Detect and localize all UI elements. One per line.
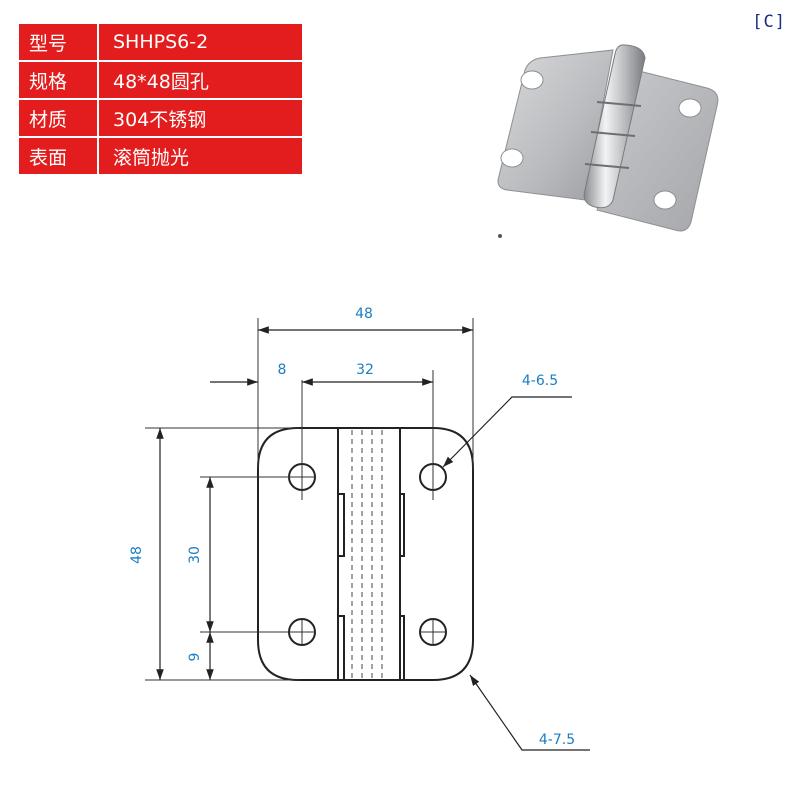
dim-overall-width: 48 [355, 306, 373, 322]
spec-value: 48*48圆孔 [97, 60, 304, 100]
spec-value: 304不锈钢 [97, 98, 304, 138]
spec-key: 规格 [17, 60, 99, 100]
leader-lines [442, 396, 590, 751]
spec-key: 表面 [17, 136, 99, 176]
spec-key: 型号 [17, 22, 99, 62]
center-lines [200, 370, 447, 646]
spec-row-size: 规格 48*48圆孔 [17, 60, 304, 100]
dimension-lines [156, 326, 473, 680]
spec-key: 材质 [17, 98, 99, 138]
mounting-holes [288, 463, 447, 646]
hinge-pin-lines [351, 430, 383, 678]
hole-callout: 4-6.5 [522, 373, 558, 389]
spec-table: 型号 SHHPS6-2 规格 48*48圆孔 材质 304不锈钢 表面 滚筒抛光 [17, 22, 304, 176]
spec-value: SHHPS6-2 [97, 22, 304, 62]
hinge-knuckle [583, 44, 646, 209]
spec-row-material: 材质 304不锈钢 [17, 98, 304, 138]
spec-row-finish: 表面 滚筒抛光 [17, 136, 304, 176]
dim-overall-height: 48 [129, 546, 145, 564]
dim-edge-offset: 8 [278, 362, 287, 378]
extension-lines [145, 318, 474, 681]
hinge-leaf-left [497, 49, 614, 201]
hinge-outline [257, 427, 474, 681]
dim-hole-spacing-y: 30 [187, 546, 203, 564]
spec-value: 滚筒抛光 [97, 136, 304, 176]
dim-bottom-offset: 9 [187, 653, 203, 662]
dim-hole-spacing-x: 32 [356, 362, 374, 378]
spec-row-model: 型号 SHHPS6-2 [17, 22, 304, 62]
corner-callout: 4-7.5 [539, 732, 575, 748]
stray-mark [498, 234, 502, 238]
hinge-photo [497, 44, 719, 232]
brand-logo: [C] [752, 12, 786, 32]
